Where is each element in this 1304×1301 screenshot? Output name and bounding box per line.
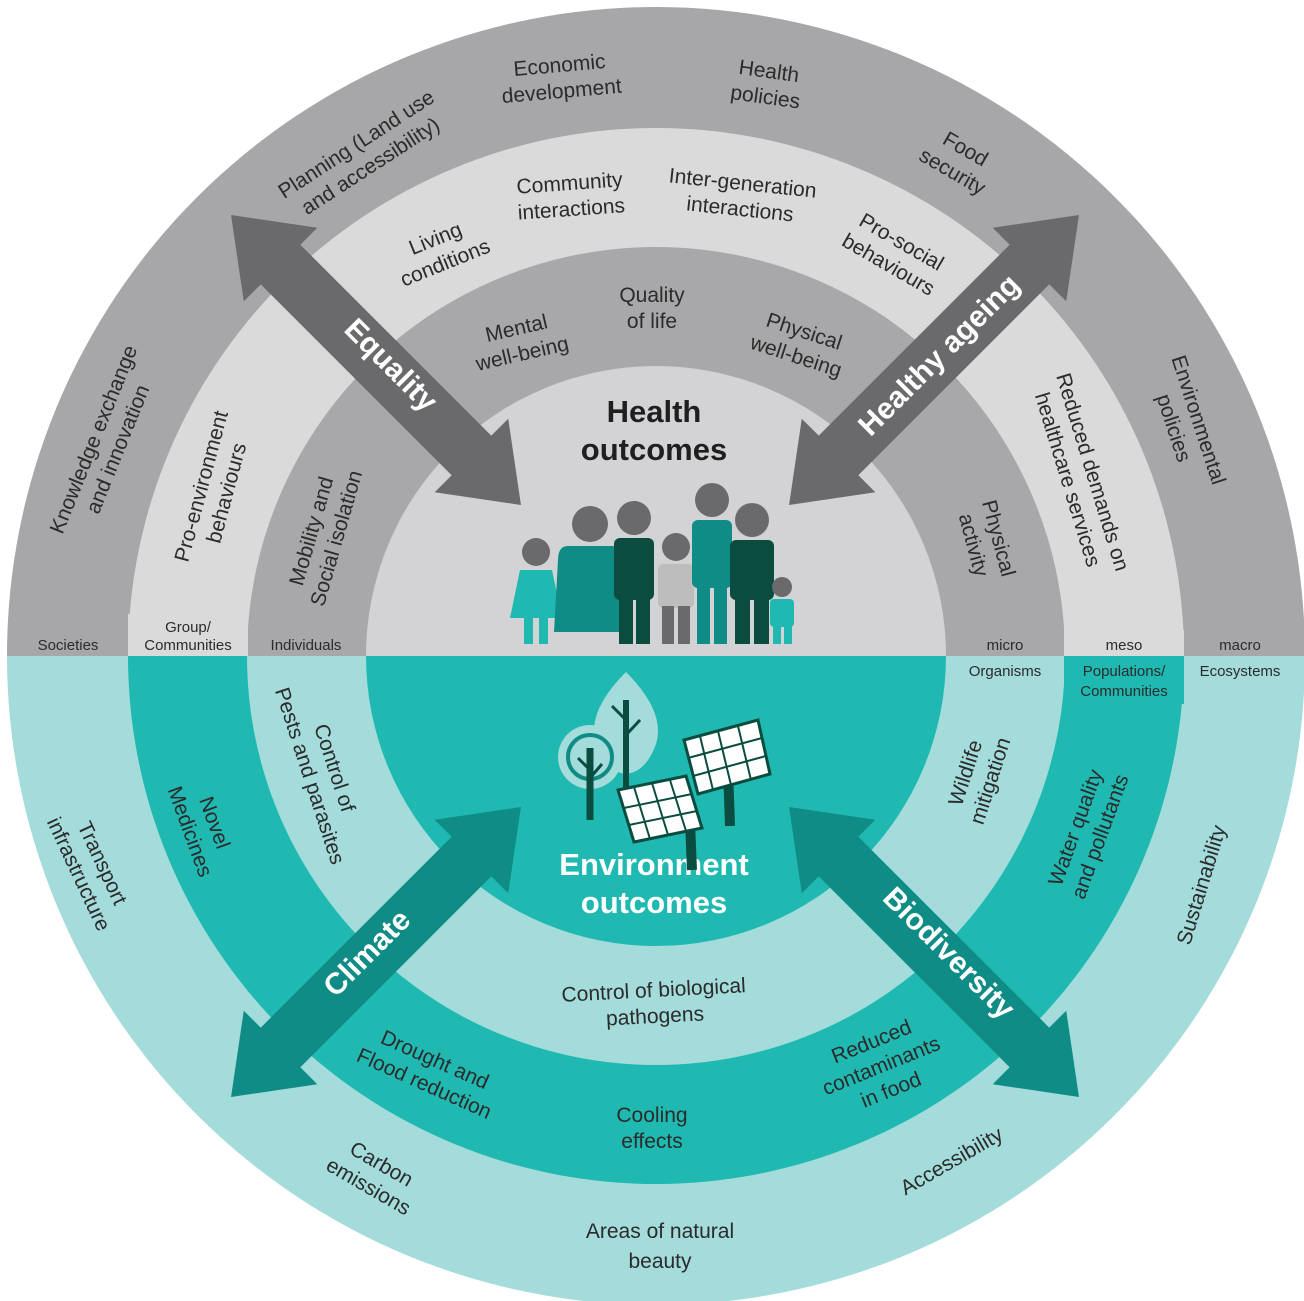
person-toddler-icon — [770, 577, 794, 644]
scale-ecosystems: Ecosystems — [1200, 663, 1281, 680]
trees-and-solar-illustration — [558, 672, 772, 871]
biodiversity-arrow — [789, 807, 1079, 1097]
health-inner-quality: Quality of life — [619, 284, 685, 333]
person-woman-icon — [692, 483, 732, 644]
scale-organisms: Organisms — [969, 663, 1042, 680]
scale-meso: meso — [1106, 637, 1143, 654]
people-group-illustration — [510, 483, 794, 644]
person-boy-icon — [658, 533, 694, 644]
scale-group-line1: Group/ — [165, 619, 212, 636]
svg-text:Areas of natural: Areas of natural — [586, 1220, 734, 1243]
person-man-icon — [614, 501, 654, 644]
scale-societies: Societies — [38, 637, 99, 654]
scale-populations-line1: Populations/ — [1083, 663, 1166, 680]
scale-individuals: Individuals — [271, 637, 342, 654]
svg-text:beauty: beauty — [628, 1250, 692, 1273]
healthy-ageing-arrow — [789, 215, 1079, 505]
scale-micro: micro — [987, 637, 1024, 654]
equality-arrow — [231, 215, 521, 505]
scale-populations-line2: Communities — [1080, 683, 1168, 700]
scale-label-band — [8, 614, 1296, 704]
round-tree-icon — [558, 725, 622, 820]
environment-outcomes-title-line2: outcomes — [581, 885, 727, 920]
svg-text:Quality: Quality — [619, 284, 685, 307]
solar-panel-small-icon — [616, 774, 704, 871]
environment-outcomes-title-line1: Environment — [559, 847, 748, 882]
svg-text:Cooling: Cooling — [616, 1104, 687, 1127]
env-outer-natural-beauty: Areas of natural beauty — [586, 1220, 734, 1273]
scale-macro: macro — [1219, 637, 1261, 654]
person-girl-icon — [510, 538, 562, 644]
person-grandmother-icon — [554, 506, 626, 632]
health-outcomes-title-line2: outcomes — [581, 432, 727, 467]
svg-text:pathogens: pathogens — [605, 1002, 704, 1030]
person-grandfather-icon — [730, 503, 774, 644]
svg-text:effects: effects — [621, 1130, 682, 1153]
scale-group-line2: Communities — [144, 637, 232, 654]
env-mid-cooling: Cooling effects — [616, 1104, 687, 1153]
solar-panel-large-icon — [682, 718, 772, 827]
health-outcomes-title-line1: Health — [607, 394, 702, 429]
svg-text:of life: of life — [627, 310, 677, 333]
climate-arrow — [231, 807, 521, 1097]
